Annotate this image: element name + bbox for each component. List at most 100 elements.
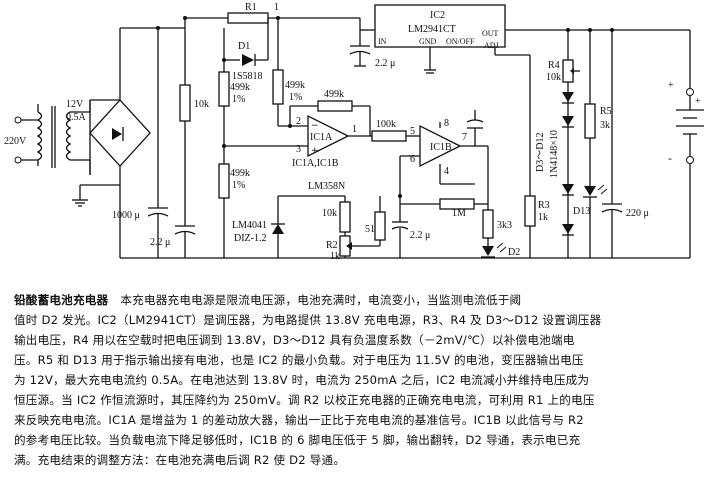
ic2-regulator: IC2 LM2941CT IN GND ON/OFF OUT ADJ (359, 4, 590, 190)
r4-label: R4 (548, 60, 560, 71)
svg-text:+: + (311, 146, 319, 156)
description-title: 铅酸蓄电池充电器 (14, 293, 109, 307)
ic1b-pin4: 4 (444, 166, 449, 177)
ic1a-pin1: 1 (352, 124, 357, 135)
ic2-label: IC2 (430, 10, 445, 21)
r-499k-ground-label: 499k (230, 168, 250, 179)
ic1-part-label: LM358N (308, 181, 345, 192)
r1-node-label: 1 (274, 2, 279, 13)
diode-range-label: D3～D12 (535, 133, 546, 172)
cap-2u2-right: 2.2 μ (391, 194, 430, 258)
r-499k-right-label: 499k (285, 80, 305, 91)
ic1b-label: IC1B (430, 142, 452, 153)
description-line-6: 恒压源。当 IC2 作恒流源时，其压降约为 250mV。调 R2 以校正充电器的… (14, 393, 595, 407)
ic1a-pin3: 3 (296, 144, 301, 155)
description-line-3: 输出电压，R4 用以在空载时把电压调到 13.8V，D3～D12 具有负温度系数… (14, 333, 575, 347)
r-100k-label: 100k (376, 119, 396, 130)
description-line-1: 铅酸蓄电池充电器本充电器充电电源是限流电压源，电池充满时，电流变小，当监测电流低… (14, 290, 710, 310)
d13-led: D13 (573, 184, 608, 258)
r-10k-pot-top-label: 10k (322, 208, 337, 219)
ic1b-pin7: 7 (462, 132, 467, 143)
r2-potentiometer: R2 1k (326, 232, 362, 262)
description-line-7: 来反映充电电流。IC1A 是增益为 1 的差动放大器，输出一正比于充电电流的基准… (14, 413, 584, 427)
r1-resistor: R1 1 (183, 2, 360, 28)
r-499k-feedback: 499k (288, 89, 371, 136)
r-499k-ground-tol: 1% (232, 180, 245, 191)
ic1a-pin2: 2 (296, 116, 301, 127)
r2-value-label: 1k (330, 251, 340, 262)
battery-plus-upper: + (668, 80, 674, 91)
ic2-in-pin: IN (378, 37, 387, 46)
diode-string-label: D3～D12 1N4148×10 (535, 130, 560, 178)
ac-input: 220V (4, 116, 38, 164)
r3-value-label: 1k (538, 212, 548, 223)
transformer-current-label: 0.5A (66, 112, 87, 123)
battery-plus-lower: + (695, 96, 701, 107)
d1-part-label: 1S5818 (232, 71, 263, 82)
description-line-2: 值时 D2 发光。IC2（LM2941CT）是调压器，为电路提供 13.8V 充… (14, 313, 602, 327)
ic2-part-label: LM2941CT (408, 24, 456, 35)
svg-text:−: − (311, 121, 319, 131)
ic2-onoff-pin: ON/OFF (446, 37, 475, 46)
description-line-5: 为 12V，最大充电电流约 0.5A。在电池达到 13.8V 时，电流为 250… (14, 373, 590, 387)
output-capacitor: 220 μ (590, 28, 649, 258)
transformer: 12V 0.5A (36, 99, 87, 168)
r-499k-left-tol: 1% (232, 94, 245, 105)
cap-2u2-left: 2.2 μ (150, 225, 196, 258)
ic2-out-pin: OUT (482, 29, 499, 38)
description-line-1-text: 本充电器充电电源是限流电压源，电池充满时，电流变小，当监测电流低于阈 (120, 293, 522, 307)
ic1b-opamp: IC1B 5 6 7 8 4 (399, 118, 488, 196)
cap-2u2-left-label: 2.2 μ (150, 237, 170, 248)
d2-led: D2 (481, 238, 520, 258)
ic2-gnd-pin: GND (419, 37, 437, 46)
bridge-rectifier (70, 28, 151, 207)
r-499k-left: 499k 1% (218, 60, 250, 160)
circuit-description: 铅酸蓄电池充电器本充电器充电电源是限流电压源，电池充满时，电流变小，当监测电流低… (14, 290, 710, 495)
cap-ic1b (466, 110, 484, 146)
r-10k-left: 10k (179, 28, 209, 226)
r-51: 51 (362, 196, 386, 247)
r5-resistor: R5 3k (584, 28, 612, 186)
lm4041-reference: LM4041 DIZ-1.2 (232, 195, 345, 258)
ic1-pair-label: IC1A,IC1B (292, 158, 339, 169)
circuit-schematic: 220V 12V 0.5A 1000 μ (4, 2, 704, 262)
description-line-8: 的参考电压比较。当负载电流下降足够低时，IC1B 的 6 脚电压低于 5 脚，输… (14, 433, 581, 447)
r-1m: 1M (400, 146, 489, 219)
r5-label: R5 (600, 106, 612, 117)
r4-potentiometer: R4 10k (546, 28, 580, 83)
r2-label: R2 (326, 240, 338, 251)
r-499k-right: 499k 1% (272, 16, 305, 126)
description-line-9: 满。充电结束的调整方法：在电池充满电后调 R2 使 D2 导通。 (14, 453, 346, 467)
d13-label: D13 (573, 206, 590, 217)
description-line-4: 压。R5 和 D13 用于指示输出接有电池，也是 IC2 的最小负载。对于电压为… (14, 353, 584, 367)
ic1b-pin6: 6 (410, 154, 415, 165)
ic1a-label: IC1A (310, 132, 333, 143)
cap-2u2-right-label: 2.2 μ (410, 230, 430, 241)
d1-label: D1 (238, 41, 250, 52)
r-10k-pot-top: 10k (322, 196, 351, 233)
ic1b-pin5: 5 (410, 126, 415, 137)
r5-value-label: 3k (600, 120, 610, 131)
transformer-voltage-label: 12V (66, 99, 84, 110)
ic1a-opamp: IC1A 2 3 1 − + IC1A,IC1B (224, 114, 370, 169)
r-499k-left-label: 499k (230, 82, 250, 93)
r-100k: 100k (370, 119, 420, 142)
cap-2u2-ic2-in-label: 2.2 μ (375, 58, 395, 69)
r4-value-label: 10k (546, 72, 561, 83)
cap-2u2-ic2-in: 2.2 μ (349, 30, 395, 69)
ic1b-pin8: 8 (444, 118, 449, 129)
lm4041-sub-label: DIZ-1.2 (234, 233, 267, 244)
filter-capacitor: 1000 μ (112, 26, 169, 258)
filter-capacitor-label: 1000 μ (112, 210, 140, 221)
r-3k3: 3k3 (482, 204, 512, 239)
r-51-label: 51 (365, 224, 375, 235)
r-499k-right-tol: 1% (289, 92, 302, 103)
r-499k-ground: 499k 1% (218, 144, 250, 258)
battery: + + - (612, 29, 704, 259)
diode-part-label: 1N4148×10 (549, 130, 560, 178)
output-capacitor-label: 220 μ (626, 208, 649, 219)
r3-resistor: R3 1k (524, 190, 550, 258)
ac-voltage-label: 220V (4, 136, 27, 147)
r-499k-feedback-label: 499k (324, 89, 344, 100)
r-1m-label: 1M (452, 208, 466, 219)
